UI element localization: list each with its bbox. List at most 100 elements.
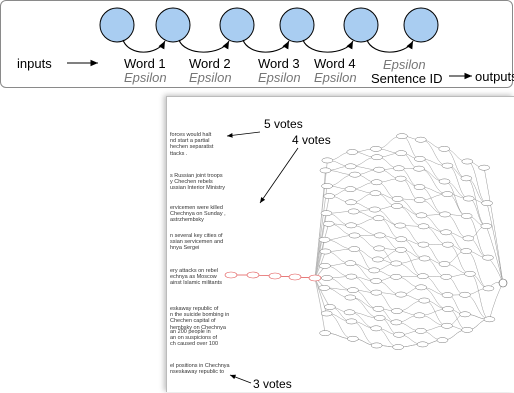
highlight-node bbox=[289, 274, 301, 280]
graph-node bbox=[393, 166, 404, 171]
lattice-node-2 bbox=[156, 8, 190, 42]
graph-node bbox=[418, 224, 429, 229]
word-1-label: Word 1 bbox=[124, 56, 166, 71]
graph-node bbox=[371, 155, 382, 160]
graph-node bbox=[415, 328, 426, 333]
graph-node bbox=[414, 166, 425, 171]
four-votes-label: 4 votes bbox=[292, 133, 331, 147]
graph-node bbox=[323, 221, 334, 226]
graph-edge bbox=[421, 140, 448, 166]
graph-node bbox=[346, 274, 357, 279]
graph-node bbox=[321, 211, 332, 216]
lattice-node-6 bbox=[404, 8, 438, 42]
graph-node bbox=[462, 159, 473, 164]
graph-node bbox=[347, 336, 358, 341]
summary-graph-panel: forces would halt nd start a partial hec… bbox=[166, 96, 514, 392]
graph-node bbox=[414, 184, 425, 189]
graph-node bbox=[414, 197, 425, 202]
graph-node bbox=[371, 278, 382, 283]
graph-node bbox=[459, 292, 470, 297]
graph-node bbox=[319, 263, 330, 268]
word-2-epsilon: Epsilon bbox=[189, 70, 232, 85]
graph-node bbox=[461, 213, 472, 218]
inputs-label: inputs bbox=[17, 56, 52, 71]
lattice-node-5 bbox=[344, 8, 378, 42]
graph-node bbox=[461, 249, 472, 254]
lattice-edge bbox=[303, 40, 353, 52]
three-votes-arrow bbox=[230, 375, 251, 383]
graph-edge bbox=[446, 232, 466, 251]
outputs-label: outputs bbox=[475, 69, 514, 84]
graph-node bbox=[393, 332, 404, 337]
graph-node bbox=[461, 176, 472, 181]
graph-node bbox=[369, 268, 380, 273]
graph-node bbox=[416, 213, 427, 218]
graph-edge bbox=[486, 226, 503, 283]
graph-node bbox=[344, 310, 355, 315]
five-votes-label: 5 votes bbox=[264, 117, 303, 131]
graph-node bbox=[484, 317, 495, 322]
lattice-node-1 bbox=[100, 8, 134, 42]
graph-node bbox=[415, 137, 426, 142]
graph-node bbox=[322, 158, 333, 163]
graph-node bbox=[417, 274, 428, 279]
graph-node bbox=[396, 151, 407, 156]
word-2-label: Word 2 bbox=[189, 56, 231, 71]
graph-node bbox=[371, 180, 382, 185]
graph-node bbox=[348, 209, 359, 214]
word-lattice-panel: inputs Word 1 Epsilon Word 2 Epsilon Wor… bbox=[0, 0, 513, 88]
graph-node bbox=[374, 315, 385, 320]
sentence-id-label: Sentence ID bbox=[371, 71, 443, 86]
graph-node bbox=[463, 196, 474, 201]
graph-node bbox=[370, 191, 381, 196]
graph-node bbox=[417, 342, 428, 347]
graph-edge bbox=[315, 278, 330, 307]
graph-node bbox=[321, 311, 332, 316]
graph-node bbox=[391, 274, 402, 279]
graph-node bbox=[442, 163, 453, 168]
lattice-node-4 bbox=[280, 8, 314, 42]
graph-node bbox=[439, 179, 450, 184]
graph-edge bbox=[327, 313, 353, 338]
graph-node bbox=[395, 247, 406, 252]
graph-edge bbox=[354, 249, 374, 270]
highlight-node bbox=[225, 272, 237, 278]
lattice-edge bbox=[123, 40, 165, 52]
graph-node bbox=[346, 223, 357, 228]
graph-node bbox=[320, 249, 331, 254]
graph-node bbox=[391, 308, 402, 313]
graph-node bbox=[460, 312, 471, 317]
graph-node bbox=[349, 172, 360, 177]
graph-node bbox=[345, 261, 356, 266]
highlight-node bbox=[247, 272, 259, 278]
word-3-label: Word 3 bbox=[258, 56, 300, 71]
graph-node bbox=[482, 255, 493, 260]
four-votes-arrow bbox=[260, 148, 298, 203]
word-1-epsilon: Epsilon bbox=[124, 70, 167, 85]
graph-node bbox=[441, 323, 452, 328]
graph-node bbox=[347, 288, 358, 293]
word-3-epsilon: Epsilon bbox=[258, 70, 301, 85]
graph-node bbox=[483, 286, 494, 291]
final-epsilon: Epsilon bbox=[383, 57, 426, 72]
graph-node bbox=[442, 293, 453, 298]
graph-node bbox=[414, 313, 425, 318]
graph-node bbox=[439, 146, 450, 151]
graph-node bbox=[462, 327, 473, 332]
graph-node bbox=[322, 183, 333, 188]
graph-node bbox=[320, 168, 331, 173]
graph-node bbox=[441, 274, 452, 279]
graph-edge bbox=[424, 226, 448, 244]
graph-node bbox=[320, 331, 331, 336]
graph-node bbox=[437, 338, 448, 343]
graph-node bbox=[345, 164, 356, 169]
graph-node bbox=[481, 224, 492, 229]
graph-node bbox=[345, 187, 356, 192]
lattice-edge bbox=[367, 40, 413, 52]
graph-node bbox=[395, 223, 406, 228]
graph-node bbox=[418, 242, 429, 247]
graph-node bbox=[442, 307, 453, 312]
graph-node bbox=[395, 176, 406, 181]
lattice-edge bbox=[243, 40, 289, 52]
graph-node bbox=[345, 200, 356, 205]
